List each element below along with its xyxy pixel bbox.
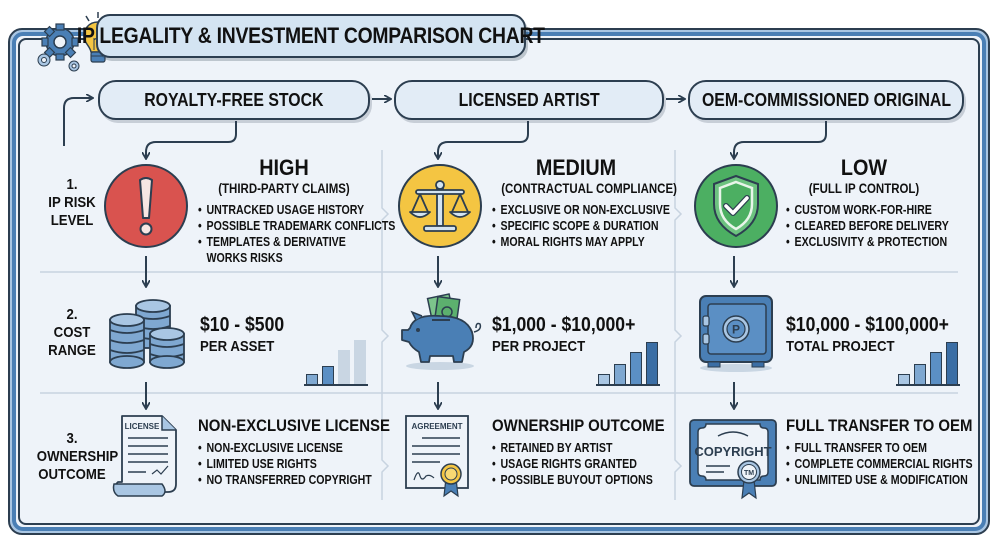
list-item: NO TRANSFERRED COPYRIGHT (198, 472, 372, 488)
piggy-bank-icon (401, 293, 482, 370)
shield-check-icon (694, 164, 778, 248)
list-item: POSSIBLE TRADEMARK CONFLICTS (198, 218, 395, 234)
cost-bar (306, 374, 318, 384)
risk-level-low: LOW (FULL IP CONTROL) (808, 155, 920, 197)
column-header-royalty-free-stock: ROYALTY-FREE STOCK (98, 80, 370, 120)
list-item: MORAL RIGHTS MAY APPLY (492, 234, 670, 250)
list-item: NON-EXCLUSIVE LICENSE (198, 440, 372, 456)
cost-bar (630, 352, 642, 384)
risk-bullets-oem: CUSTOM WORK-FOR-HIRE CLEARED BEFORE DELI… (786, 202, 978, 250)
svg-text:TM: TM (744, 470, 754, 477)
page-title: IP LEGALITY & INVESTMENT COMPARISON CHAR… (77, 23, 545, 48)
ownership-title-stock: NON-EXCLUSIVE LICENSE (198, 416, 391, 435)
list-item: USAGE RIGHTS GRANTED (492, 456, 653, 472)
ownership-title-oem: FULL TRANSFER TO OEM (786, 416, 973, 435)
list-item: CLEARED BEFORE DELIVERY (786, 218, 949, 234)
ownership-bullets-oem: FULL TRANSFER TO OEM COMPLETE COMMERCIAL… (786, 440, 1000, 488)
risk-level-high: HIGH (THIRD-PARTY CLAIMS) (218, 155, 350, 197)
list-item: FULL TRANSFER TO OEM (786, 440, 973, 456)
cost-bar (322, 366, 334, 384)
cost-bar-chart-oem (896, 340, 960, 386)
warning-exclamation-icon (104, 164, 188, 248)
cost-unit-artist: PER PROJECT (492, 338, 586, 355)
row-label-ip-risk-level: 1. IP RISK LEVEL (48, 176, 96, 229)
cost-bar (914, 364, 926, 384)
gear-icon (41, 23, 79, 61)
list-item: POSSIBLE BUYOUT OPTIONS (492, 472, 653, 488)
cost-bar-inactive (338, 350, 350, 384)
cost-range-artist: $1,000 - $10,000+ (492, 314, 636, 336)
cost-bar-chart-stock (304, 340, 368, 386)
cost-bar (946, 342, 958, 384)
list-item: LIMITED USE RIGHTS (198, 456, 372, 472)
safe-icon: P (699, 295, 773, 372)
cost-bar (646, 342, 658, 384)
cost-bar (930, 352, 942, 384)
risk-level-medium: MEDIUM (CONTRACTUAL COMPLIANCE) (501, 155, 677, 197)
list-item: SPECIFIC SCOPE & DURATION (492, 218, 670, 234)
list-item: COMPLETE COMMERCIAL RIGHTS (786, 456, 973, 472)
coin-stacks-icon (109, 299, 185, 369)
page-title-banner: IP LEGALITY & INVESTMENT COMPARISON CHAR… (77, 14, 545, 58)
cost-bar (598, 374, 610, 384)
svg-text:COPYRIGHT: COPYRIGHT (694, 444, 771, 459)
copyright-certificate-icon: COPYRIGHT TM (689, 419, 777, 500)
cost-unit-oem: TOTAL PROJECT (786, 338, 895, 355)
list-item: EXCLUSIVITY & PROTECTION (786, 234, 949, 250)
cost-range-stock: $10 - $500 (200, 314, 285, 336)
scales-icon (398, 164, 482, 248)
license-document-icon: LICENSE (112, 415, 177, 497)
cost-bar-chart-artist (596, 340, 660, 386)
cost-unit-stock: PER ASSET (200, 338, 275, 355)
cost-bar (898, 374, 910, 384)
ownership-title-artist: OWNERSHIP OUTCOME (492, 416, 665, 435)
column-header-licensed-artist: LICENSED ARTIST (394, 80, 664, 120)
ownership-bullets-artist: RETAINED BY ARTIST USAGE RIGHTS GRANTED … (492, 440, 681, 488)
cost-bar-inactive (354, 340, 366, 384)
list-item: UNTRACKED USAGE HISTORY (198, 202, 395, 218)
agreement-document-icon: AGREEMENT (405, 415, 469, 498)
row-label-cost-range: 2. COST RANGE (48, 306, 96, 359)
svg-text:P: P (732, 323, 740, 337)
cost-bar (614, 364, 626, 384)
svg-text:LICENSE: LICENSE (125, 422, 160, 431)
svg-text:AGREEMENT: AGREEMENT (411, 422, 462, 431)
row-label-ownership-outcome: 3. OWNERSHIP OUTCOME (36, 430, 119, 483)
small-gear-icon (37, 53, 80, 72)
list-item: RETAINED BY ARTIST (492, 440, 653, 456)
list-item: UNLIMITED USE & MODIFICATION (786, 472, 973, 488)
cost-range-oem: $10,000 - $100,000+ (786, 314, 949, 336)
ownership-bullets-stock: NON-EXCLUSIVE LICENSE LIMITED USE RIGHTS… (198, 440, 402, 488)
list-item: EXCLUSIVE OR NON-EXCLUSIVE (492, 202, 670, 218)
risk-bullets-artist: EXCLUSIVE OR NON-EXCLUSIVE SPECIFIC SCOP… (492, 202, 701, 250)
list-item: CUSTOM WORK-FOR-HIRE (786, 202, 949, 218)
column-header-oem-commissioned-original: OEM-COMMISSIONED ORIGINAL (688, 80, 964, 120)
risk-bullets-stock: UNTRACKED USAGE HISTORY POSSIBLE TRADEMA… (198, 202, 430, 266)
list-item: TEMPLATES & DERIVATIVE (198, 234, 395, 250)
list-item-continuation: WORKS RISKS (206, 251, 283, 265)
